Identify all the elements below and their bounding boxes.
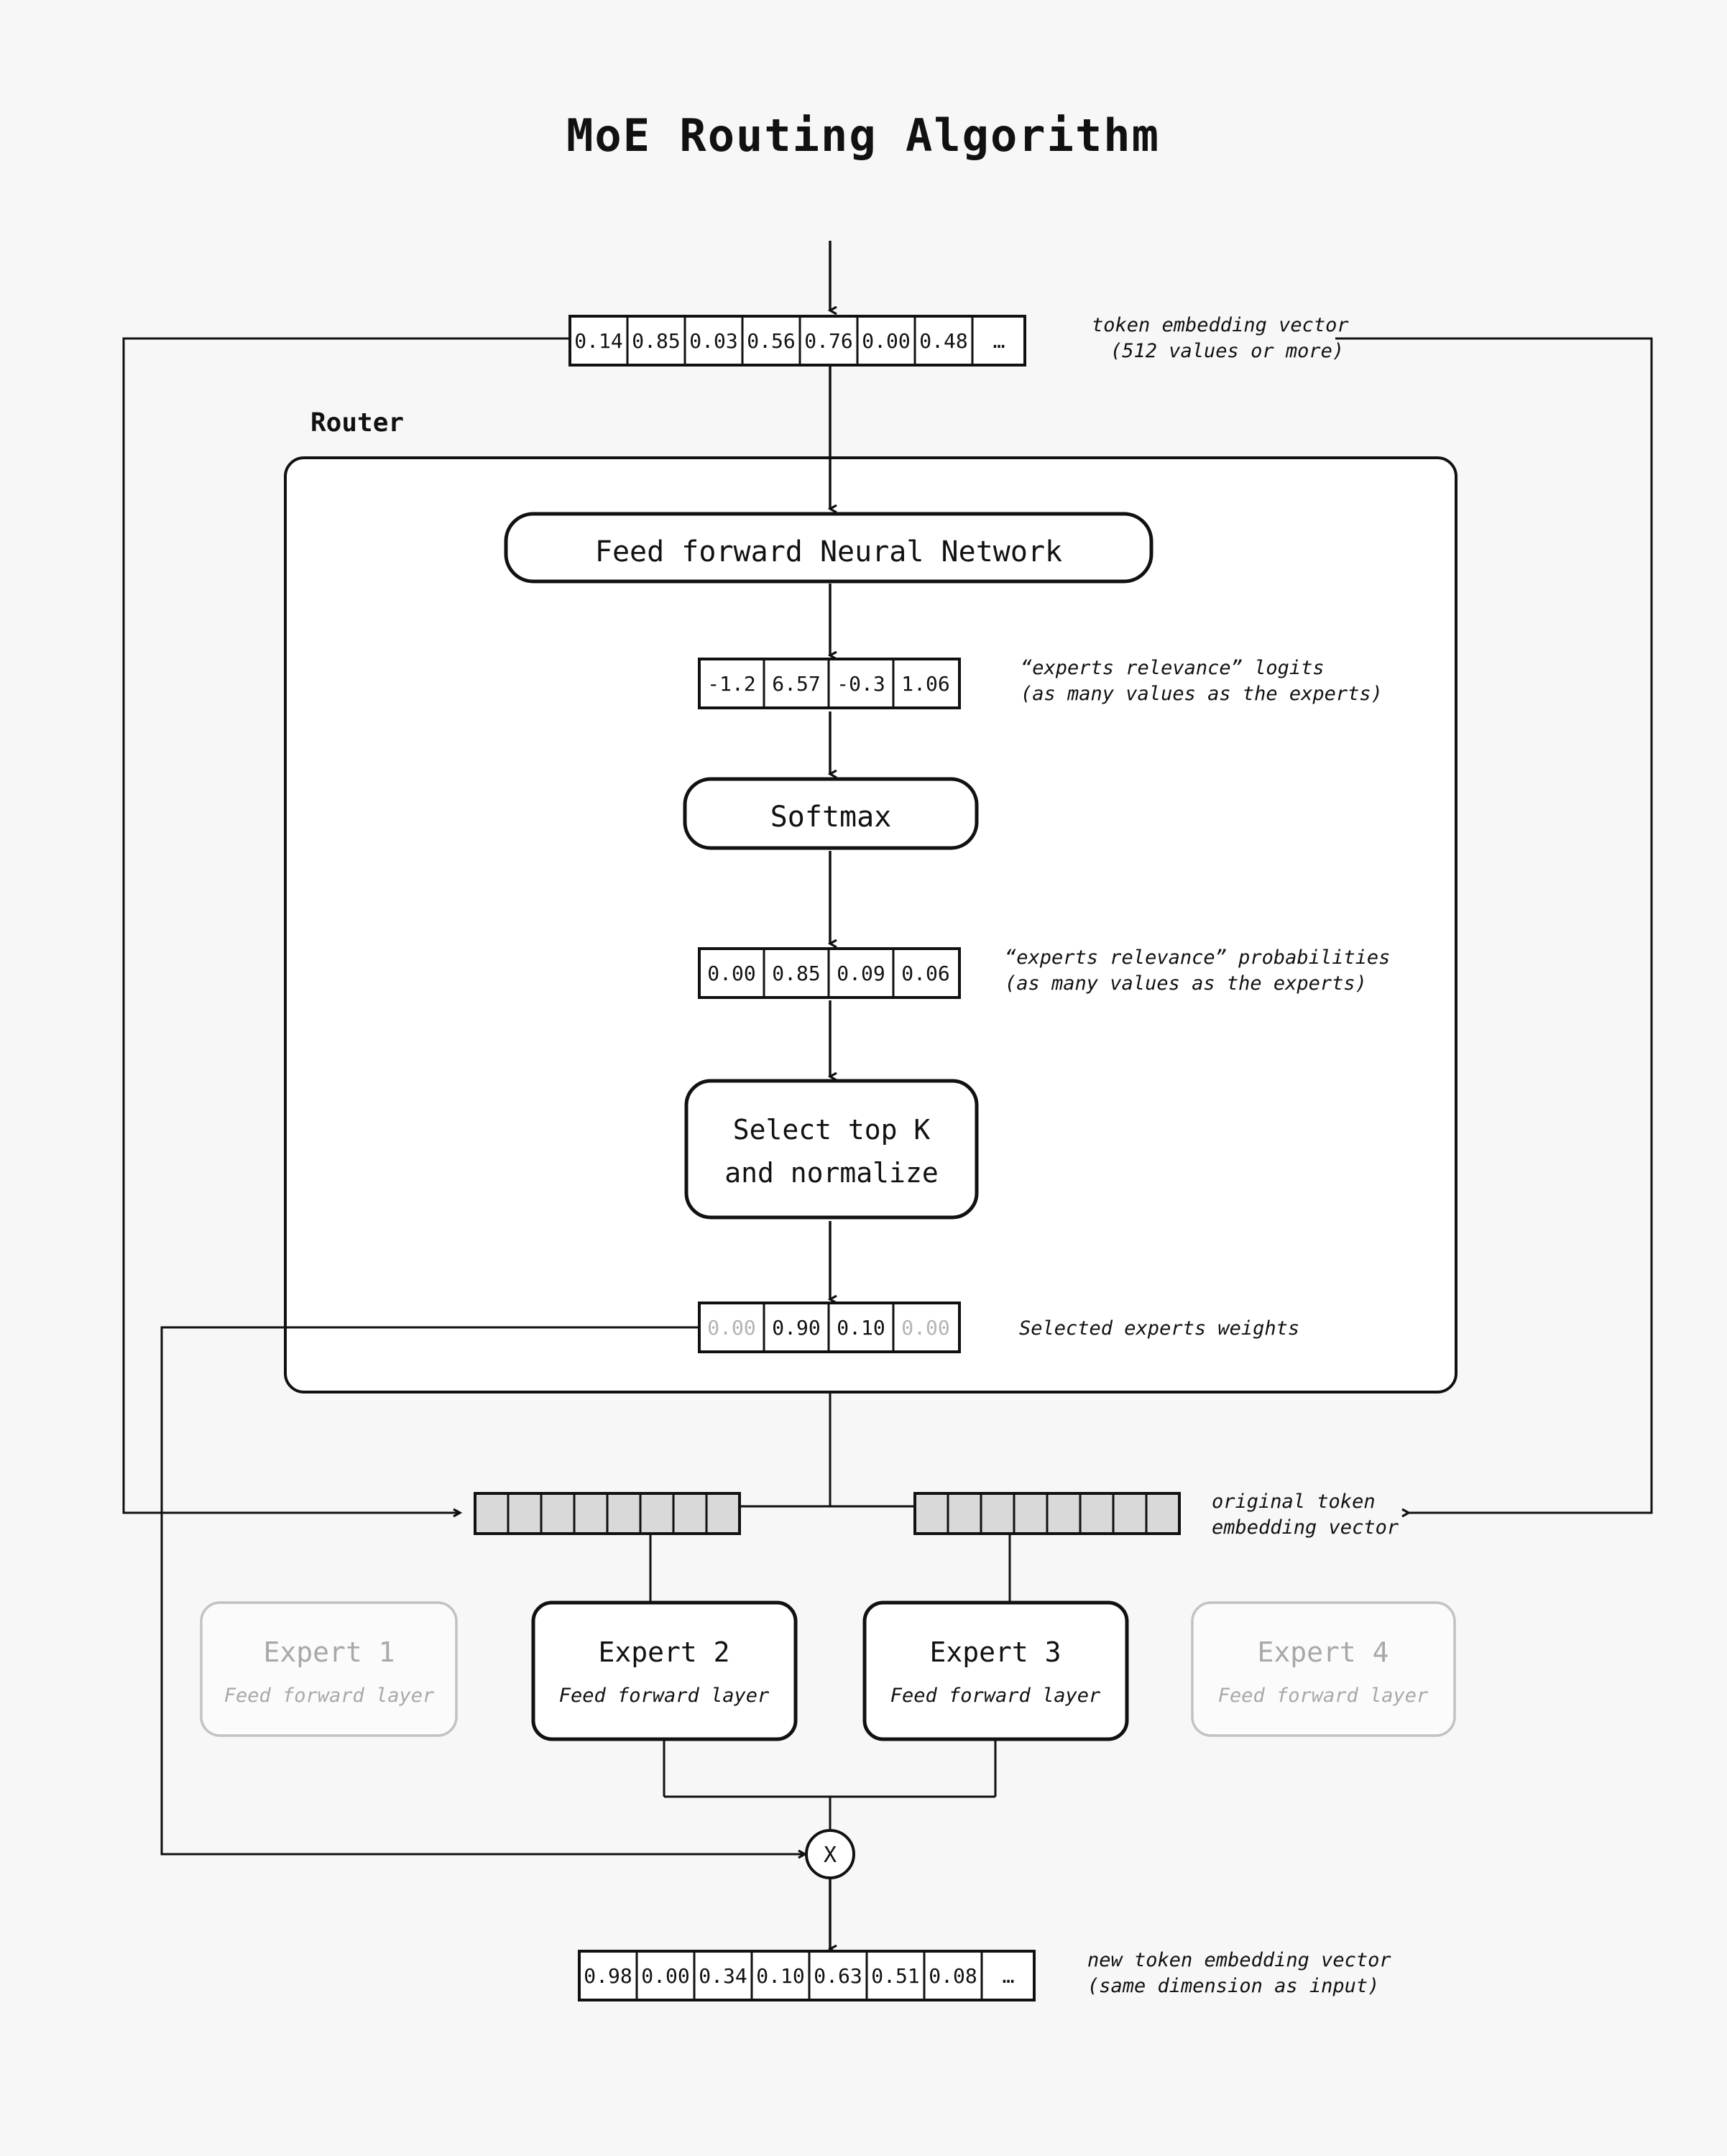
probabilities-cell-0: 0.00 — [707, 962, 755, 985]
expert-3-title: Expert 3 — [929, 1636, 1061, 1668]
input-token-note-line2: (512 values or more) — [1110, 340, 1344, 362]
ffn-box-label: Feed forward Neural Network — [595, 535, 1062, 568]
output-token-note-line1: new token embedding vector — [1087, 1949, 1391, 1971]
original-token-copy-right — [913, 1492, 1181, 1535]
select-topk-box[interactable] — [684, 1079, 979, 1220]
probabilities-note-line2: (as many values as the experts) — [1005, 972, 1367, 995]
expert-2-subtitle: Feed forward layer — [559, 1685, 770, 1707]
expert-3-box[interactable] — [862, 1600, 1129, 1741]
input-token-vector-frame — [568, 315, 1026, 367]
output-token-vector: 0.98 0.00 0.34 0.10 0.63 0.51 0.08 … — [578, 1950, 1036, 2001]
expert-3-subtitle: Feed forward layer — [890, 1685, 1101, 1707]
probabilities-cell-3: 0.06 — [901, 962, 949, 985]
expert-card-1[interactable]: Expert 1 Feed forward layer — [200, 1601, 458, 1737]
expert-1-subtitle: Feed forward layer — [224, 1685, 435, 1707]
output-cell-1: 0.00 — [641, 1964, 689, 1988]
bypass-left-path — [122, 337, 570, 1513]
expert-card-4[interactable]: Expert 4 Feed forward layer — [1191, 1601, 1456, 1737]
input-cell-7: … — [993, 329, 1005, 353]
input-cell-0: 0.14 — [574, 329, 622, 353]
multiply-node-symbol: X — [824, 1843, 837, 1868]
output-cell-2: 0.34 — [699, 1964, 747, 1988]
expert-4-box[interactable] — [1191, 1601, 1456, 1737]
selected-weight-cell-3: 0.00 — [901, 1316, 949, 1340]
expert-1-box[interactable] — [200, 1601, 458, 1737]
output-cell-3: 0.10 — [756, 1964, 804, 1988]
output-token-vector-frame — [578, 1950, 1036, 2001]
input-cell-3: 0.56 — [747, 329, 795, 353]
probabilities-cell-1: 0.85 — [772, 962, 820, 985]
selected-weights-note: Selected experts weights — [1019, 1317, 1299, 1340]
expert-2-title: Expert 2 — [598, 1636, 729, 1668]
logits-vector: -1.2 6.57 -0.3 1.06 — [698, 658, 961, 709]
expert-4-title: Expert 4 — [1257, 1636, 1388, 1668]
expert-card-2[interactable]: Expert 2 Feed forward layer — [531, 1600, 798, 1741]
softmax-box[interactable] — [683, 777, 979, 850]
logits-cell-1: 6.57 — [772, 672, 820, 696]
expert-1-title: Expert 1 — [263, 1636, 395, 1668]
selected-weights-vector: 0.00 0.90 0.10 0.00 — [698, 1302, 961, 1353]
select-topk-label-line1: Select top K — [733, 1114, 931, 1146]
logits-note-line2: (as many values as the experts) — [1021, 683, 1383, 705]
router-panel — [284, 456, 1457, 1393]
output-cell-7: … — [1003, 1964, 1015, 1988]
input-cell-2: 0.03 — [689, 329, 737, 353]
expert-card-3[interactable]: Expert 3 Feed forward layer — [862, 1600, 1129, 1741]
output-cell-0: 0.98 — [584, 1964, 632, 1988]
probabilities-note-line1: “experts relevance” probabilities — [1005, 946, 1390, 969]
input-token-vector: 0.14 0.85 0.03 0.56 0.76 0.00 0.48 … — [568, 315, 1026, 367]
output-cell-5: 0.51 — [871, 1964, 919, 1988]
selected-weight-cell-1: 0.90 — [772, 1316, 820, 1340]
original-token-note-line1: original token — [1212, 1491, 1376, 1513]
output-token-note-line2: (same dimension as input) — [1087, 1975, 1379, 1997]
bypass-right-path — [1335, 337, 1653, 1513]
output-cell-6: 0.08 — [929, 1964, 977, 1988]
logits-cell-2: -0.3 — [837, 672, 885, 696]
expert-4-subtitle: Feed forward layer — [1218, 1685, 1429, 1707]
logits-cell-0: -1.2 — [707, 672, 755, 696]
logits-note-line1: “experts relevance” logits — [1021, 657, 1325, 679]
original-token-note-line2: embedding vector — [1212, 1516, 1399, 1539]
weights-to-multiply-path — [160, 1326, 805, 1854]
softmax-box-label: Softmax — [770, 801, 892, 834]
input-token-note-line1: token embedding vector — [1092, 314, 1349, 336]
selected-weight-cell-0: 0.00 — [707, 1316, 755, 1340]
input-cell-1: 0.85 — [632, 329, 680, 353]
input-cell-4: 0.76 — [804, 329, 852, 353]
input-cell-5: 0.00 — [862, 329, 910, 353]
page-title: MoE Routing Algorithm — [566, 109, 1160, 162]
probabilities-cell-2: 0.09 — [837, 962, 885, 985]
router-label: Router — [310, 408, 404, 438]
expert-2-box[interactable] — [531, 1600, 798, 1741]
output-cell-4: 0.63 — [814, 1964, 862, 1988]
logits-cell-3: 1.06 — [901, 672, 949, 696]
ffn-box[interactable] — [504, 512, 1153, 584]
select-topk-label-line2: and normalize — [724, 1157, 938, 1189]
original-token-copy-left — [474, 1492, 741, 1535]
selected-weight-cell-2: 0.10 — [837, 1316, 885, 1340]
input-cell-6: 0.48 — [919, 329, 967, 353]
probabilities-vector: 0.00 0.85 0.09 0.06 — [698, 947, 961, 999]
